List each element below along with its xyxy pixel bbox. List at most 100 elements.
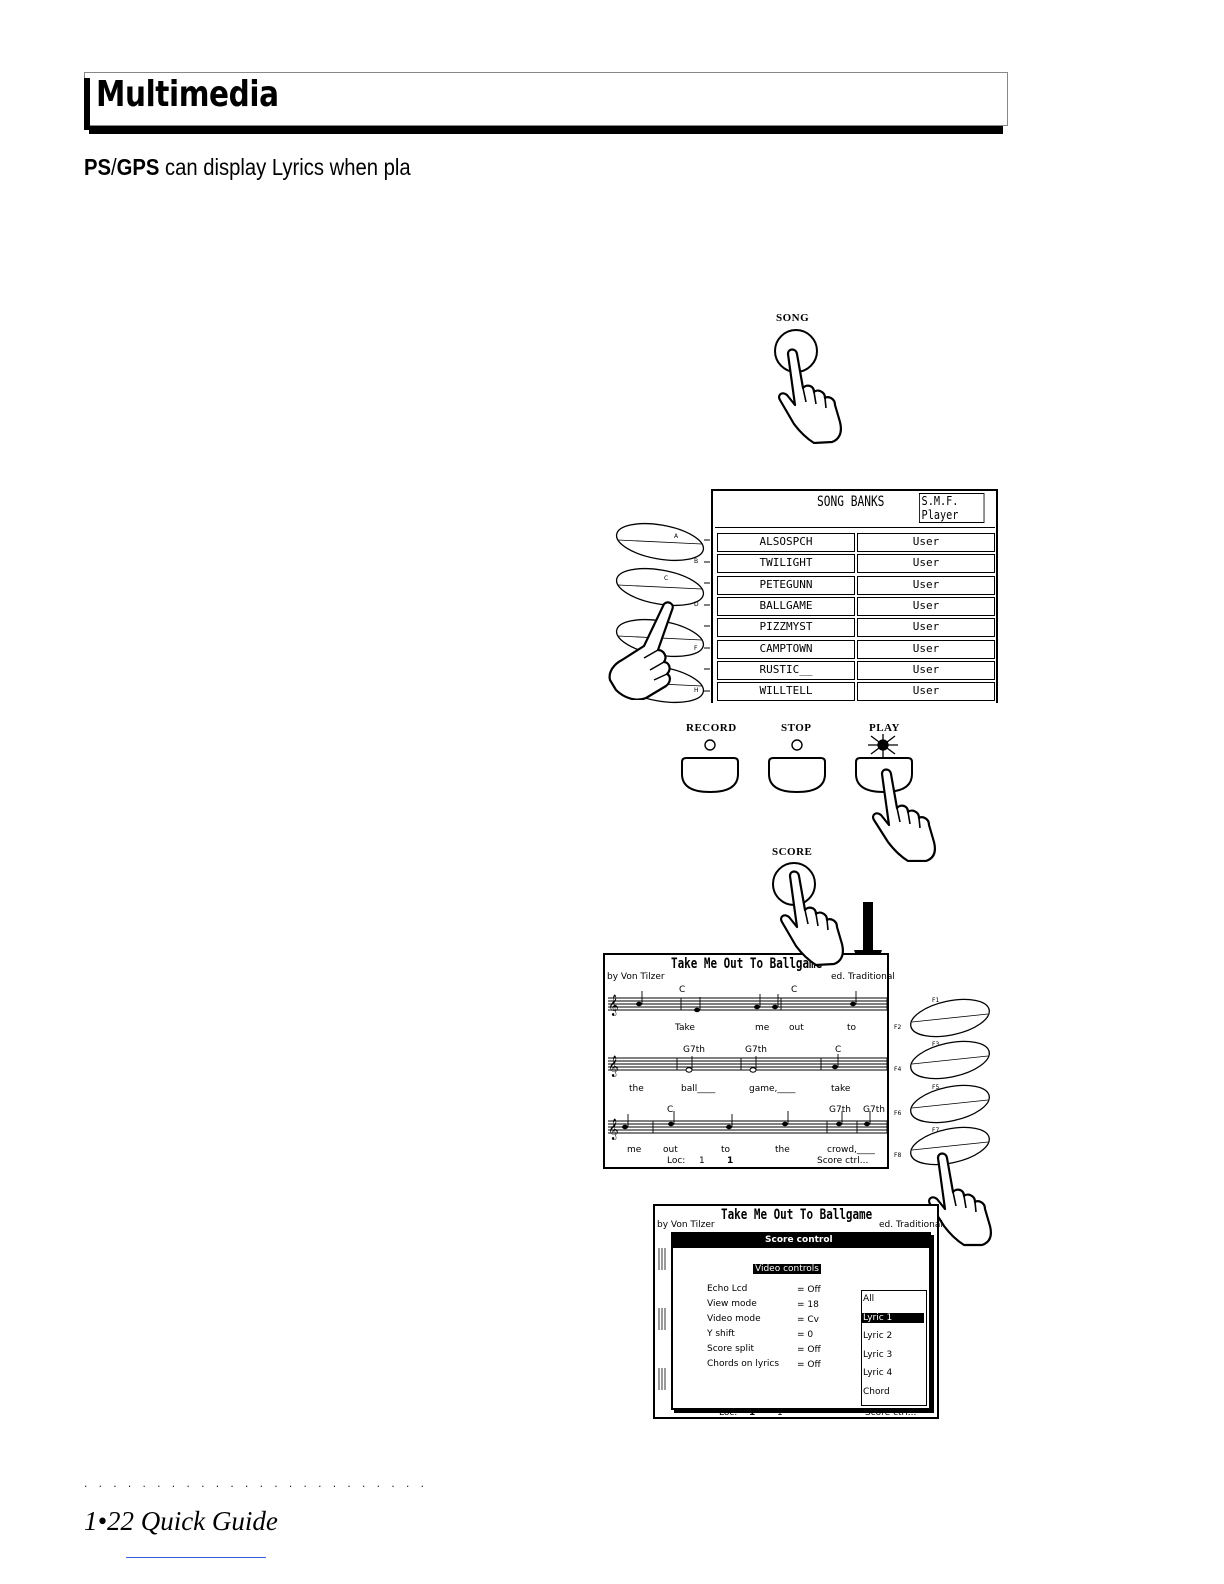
lyric-s3-5: crowd,____ — [827, 1145, 875, 1155]
smf-player-tab[interactable]: S.M.F. Player — [919, 493, 985, 523]
param-value[interactable]: = Off — [797, 1345, 821, 1355]
score-ctrl-button[interactable]: Score ctrl... — [865, 1408, 917, 1418]
lyric-s1-4: to — [847, 1023, 857, 1033]
side-letter-a: A — [674, 533, 679, 540]
record-button — [681, 757, 739, 794]
param-value[interactable]: = Off — [797, 1285, 821, 1295]
option-item[interactable]: Lyric 4 — [863, 1368, 893, 1378]
pressing-finger-icon — [928, 1152, 992, 1247]
param-value[interactable]: = Off — [797, 1360, 821, 1370]
score-title: Take Me Out To Ballgame — [721, 1207, 873, 1223]
loc-bar: 1 — [699, 1156, 705, 1166]
score-ctrl-button[interactable]: Score ctrl... — [817, 1156, 869, 1166]
lyric-s2-3: game,____ — [749, 1084, 796, 1094]
pressing-finger-icon — [872, 768, 936, 862]
side-letter-c: C — [664, 575, 668, 582]
svg-text:𝄞: 𝄞 — [608, 1056, 619, 1077]
score-staves-background — [657, 1248, 667, 1408]
song-type-cell[interactable]: User — [857, 618, 995, 638]
play-led-lit — [868, 734, 898, 758]
chord-s2-2: G7th — [745, 1045, 767, 1055]
svg-text:𝄞: 𝄞 — [608, 995, 619, 1016]
stop-button — [768, 757, 826, 794]
score-composer: by Von Tilzer — [657, 1220, 715, 1230]
chord-s1-2: C — [791, 985, 798, 995]
song-name-cell[interactable]: CAMPTOWN — [717, 639, 855, 659]
lyric-s2-2: ball____ — [681, 1084, 716, 1094]
score-composer: by Von Tilzer — [607, 972, 665, 982]
intro-text: can display Lyrics when pla — [159, 154, 411, 180]
chord-s1-1: C — [679, 985, 686, 995]
loc-bar: 1 — [749, 1408, 756, 1418]
dialog-title: Score control — [765, 1235, 833, 1245]
score-edition: ed. Traditional — [831, 972, 895, 982]
lyric-s1-1: Take — [675, 1023, 695, 1033]
loc-beat: 1 — [727, 1156, 734, 1166]
param-value[interactable]: = 18 — [797, 1300, 819, 1310]
pressing-finger-icon — [778, 348, 842, 444]
play-label: PLAY — [869, 722, 900, 734]
song-type-cell[interactable]: User — [857, 660, 995, 680]
stop-led — [791, 739, 803, 751]
fkey-f7: F7 — [932, 1127, 939, 1134]
lyric-s1-3: out — [789, 1023, 804, 1033]
param-value[interactable]: = 0 — [797, 1330, 814, 1340]
title-bar — [84, 72, 1008, 126]
fkey-f8: F8 — [894, 1152, 901, 1159]
record-label: RECORD — [686, 722, 737, 734]
side-letter-b: B — [694, 558, 698, 565]
song-name-cell[interactable]: BALLGAME — [717, 596, 855, 616]
score-edition: ed. Traditional — [879, 1220, 943, 1230]
param-label: Echo Lcd — [707, 1284, 748, 1294]
song-name-cell[interactable]: WILLTELL — [717, 682, 855, 702]
score-display: Take Me Out To Ballgame by Von Tilzer ed… — [603, 953, 895, 1169]
brand-ps: PS — [84, 154, 112, 180]
fkey-f3: F3 — [932, 1041, 939, 1048]
score-control-dialog: Score control Video controls Echo Lcd = O… — [671, 1232, 931, 1410]
record-led — [704, 739, 716, 751]
song-type-cell[interactable]: User — [857, 639, 995, 659]
song-type-cell[interactable]: User — [857, 554, 995, 574]
lyric-s3-2: out — [663, 1145, 678, 1155]
lyric-s1-2: me — [755, 1023, 770, 1033]
chord-s3-1: C — [667, 1105, 674, 1115]
song-name-cell[interactable]: PIZZMYST — [717, 618, 855, 638]
fkey-f2: F2 — [894, 1024, 901, 1031]
score-button-label: SCORE — [772, 846, 813, 858]
stop-button-hit[interactable] — [769, 758, 825, 792]
option-item[interactable]: Chord — [863, 1386, 890, 1397]
song-name-cell[interactable]: RUSTIC__ — [717, 660, 855, 680]
option-item[interactable]: Lyric 2 — [863, 1331, 893, 1341]
option-item[interactable]: Lyric 3 — [863, 1349, 893, 1360]
side-letter-h: H — [694, 687, 699, 694]
option-item[interactable]: All — [863, 1294, 875, 1304]
option-item[interactable]: Lyric 1 — [862, 1312, 924, 1323]
video-controls-tab[interactable]: Video controls — [753, 1264, 821, 1274]
fkey-f6: F6 — [894, 1110, 901, 1117]
song-name-cell[interactable]: PETEGUNN — [717, 575, 855, 595]
song-type-cell[interactable]: User — [857, 575, 995, 595]
pointing-hand-icon — [608, 601, 674, 700]
brand-gps: GPS — [116, 154, 160, 180]
title-bar-accent — [84, 78, 90, 130]
chord-s3-2: G7th — [829, 1105, 851, 1115]
song-type-cell[interactable]: User — [857, 596, 995, 616]
intro-paragraph: PS/GPS can display Lyrics when pla — [84, 154, 411, 181]
chord-s2-3: C — [835, 1045, 842, 1055]
chord-s3-3: G7th — [863, 1105, 885, 1115]
chord-s2-1: G7th — [683, 1045, 705, 1055]
svg-text:𝄞: 𝄞 — [608, 1119, 619, 1140]
song-name-cell[interactable]: TWILIGHT — [717, 554, 855, 574]
lyric-s3-4: the — [775, 1145, 790, 1155]
lyric-s3-1: me — [627, 1145, 642, 1155]
param-label: View mode — [707, 1299, 757, 1309]
param-value[interactable]: = Cv — [797, 1315, 820, 1325]
record-button-hit[interactable] — [686, 758, 742, 792]
song-type-cell[interactable]: User — [857, 682, 995, 702]
fkey-f1: F1 — [932, 997, 939, 1004]
side-letter-d: D — [694, 601, 699, 608]
song-type-cell[interactable]: User — [857, 533, 995, 552]
song-name-cell[interactable]: ALSOSPCH — [717, 533, 855, 552]
